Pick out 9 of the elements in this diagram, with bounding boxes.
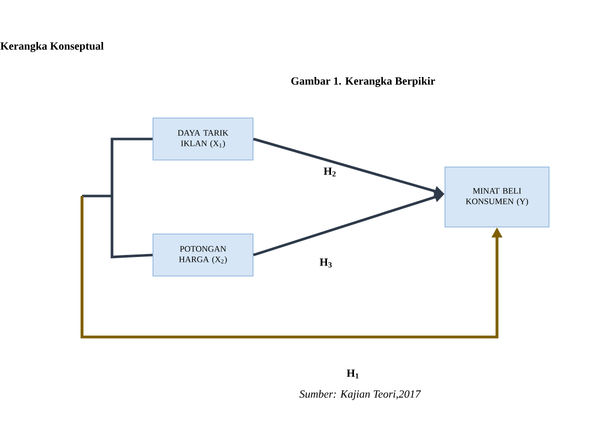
hypothesis-label: H$_{1}$ xyxy=(346,370,359,378)
title: Gambar 1. Kerangka Berpikir xyxy=(291,76,436,88)
caption: Sumber: Kajian Teori,2017 xyxy=(300,390,421,400)
edge-label: H$_{2}$ xyxy=(322,166,338,178)
edge-label: H$_{3}$ xyxy=(318,258,334,268)
process-box: MINAT BELI KONSUMEN (Y) xyxy=(444,166,550,228)
heading: Kerangka Konseptual xyxy=(0,42,104,52)
process-box: DAYA TARIK IKLAN (X$_{1}$) xyxy=(152,118,254,160)
process-box: POTONGAN HARGA (X$_{2}$) xyxy=(152,234,254,276)
